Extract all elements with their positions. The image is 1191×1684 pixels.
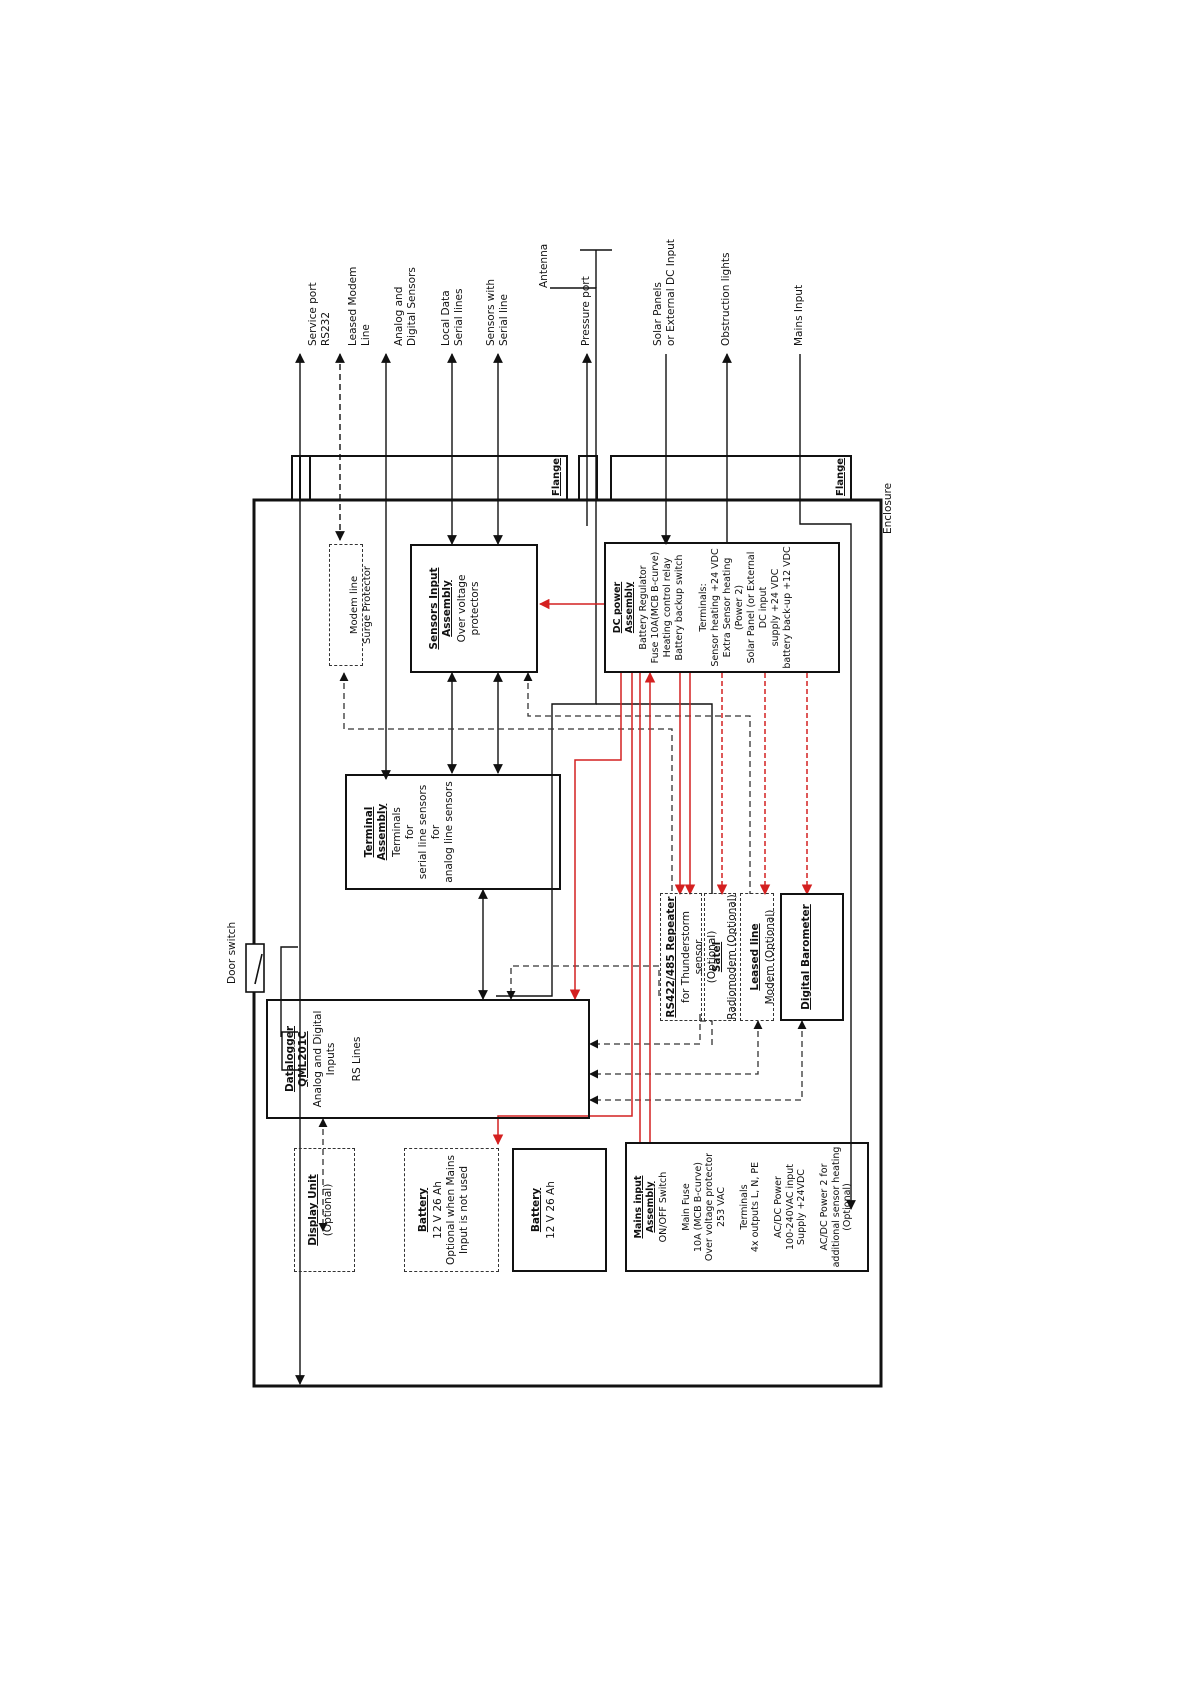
battery-optional-body: 12 V 26 Ah Optional when Mains Input is …	[432, 1155, 470, 1265]
label-antenna: Antenna	[538, 243, 550, 288]
block-modem-surge: Modem line Surge Protector	[329, 544, 373, 666]
label-obstruction-lights: Obstruction lights	[720, 252, 732, 346]
door-switch-line	[281, 1031, 298, 1071]
internal-lines	[447, 672, 713, 1000]
label-solar-panels: Solar Panels or External DC Input	[652, 239, 677, 346]
label-enclosure: Enclosure	[882, 482, 894, 534]
block-leased-line: Leased line Modem (Optional)	[740, 893, 776, 1021]
block-display-unit: Display Unit (Optional)	[294, 1148, 355, 1272]
label-local-data: Local Data Serial lines	[440, 288, 465, 346]
dashed-lines	[318, 672, 807, 1232]
mains-input-line	[799, 354, 856, 1210]
dc-to-datalogger-power	[569, 673, 622, 1001]
label-flange-upper: Flange	[835, 457, 846, 496]
satel-to-datalogger	[700, 1020, 713, 1049]
block-digital-barometer: Digital Barometer	[780, 893, 844, 1021]
battery-main-title: Battery	[530, 1187, 542, 1233]
sensors-input-title: Sensors Input Assembly	[428, 567, 453, 650]
label-leased-modem: Leased Modem Line	[347, 266, 372, 346]
mains-input-body: ON/OFF Switch Main Fuse 10A (MCB B-curve…	[658, 1146, 853, 1268]
flange-upper	[610, 455, 852, 501]
dc-power-body: Battery Regulator Fuse 10A(MCB B-curve) …	[638, 546, 793, 669]
block-datalogger: Datalogger QML201C Analog and Digital In…	[266, 999, 590, 1119]
battery-optional-title: Battery	[417, 1187, 429, 1233]
digital-barometer-title: Digital Barometer	[800, 904, 812, 1010]
barometer-to-datalogger	[589, 1020, 807, 1105]
block-sensors-input: Sensors Input Assembly Over voltage prot…	[410, 544, 538, 673]
external-lines	[280, 249, 856, 1385]
door-switch-symbol	[245, 943, 265, 993]
datalogger-title: Datalogger QML201C	[284, 1025, 309, 1093]
flange-port-pressure	[578, 455, 598, 501]
leased-line-title: Leased line	[749, 923, 761, 991]
block-dc-power: DC power Assembly Battery Regulator Fuse…	[604, 542, 840, 673]
sensors-to-leased	[523, 672, 751, 894]
antenna-line	[496, 287, 597, 997]
label-service-port: Service port RS232	[307, 282, 332, 346]
mains-input-title: Mains input Assembly	[633, 1175, 656, 1239]
label-sensors-serial: Sensors with Serial line	[485, 278, 510, 346]
label-door-switch: Door switch	[226, 921, 238, 984]
terminal-body: Terminals for serial line sensors for an…	[391, 781, 455, 883]
label-flange-lower: Flange	[551, 457, 562, 496]
display-unit-body: (Optional)	[322, 1183, 334, 1237]
dc-to-battery-opt	[492, 673, 633, 1146]
terminal-title: Terminal Assembly	[363, 803, 388, 861]
block-battery-main: Battery 12 V 26 Ah	[512, 1148, 607, 1272]
label-pressure-port: Pressure port	[580, 276, 592, 346]
battery-main-body: 12 V 26 Ah	[545, 1181, 557, 1239]
rs422-title: RS422/485 Repeater	[665, 896, 677, 1018]
leased-line-body: Modem (Optional)	[764, 909, 776, 1005]
rs422-to-datalogger	[506, 965, 660, 1000]
satel-body: Radiomodem (Optional)	[726, 894, 738, 1020]
block-terminal: Terminal Assembly Terminals for serial l…	[345, 774, 561, 890]
dc-power-title: DC power Assembly	[612, 581, 635, 634]
display-unit-title: Display Unit	[307, 1174, 319, 1246]
power-lines	[492, 598, 813, 1146]
block-battery-optional: Battery 12 V 26 Ah Optional when Mains I…	[404, 1148, 499, 1272]
antenna-to-satel	[596, 703, 713, 894]
block-mains-input: Mains input Assembly ON/OFF Switch Main …	[625, 1142, 869, 1272]
leased-to-datalogger	[589, 1020, 763, 1079]
datalogger-body: Analog and Digital Inputs RS Lines	[312, 1010, 363, 1108]
sensors-input-body: Over voltage protectors	[456, 574, 481, 643]
surge-to-rs422	[339, 672, 673, 894]
label-analog-digital: Analog and Digital Sensors	[393, 267, 418, 346]
door-to-datalogger	[280, 946, 298, 1037]
label-mains-input: Mains Input	[793, 284, 805, 346]
block-rs422: RS422/485 Repeater for Thunderstorm sens…	[660, 893, 718, 1021]
modem-surge-body: Modem line Surge Protector	[349, 566, 373, 644]
rs422-body: for Thunderstorm sensor (Optional)	[680, 911, 718, 1003]
